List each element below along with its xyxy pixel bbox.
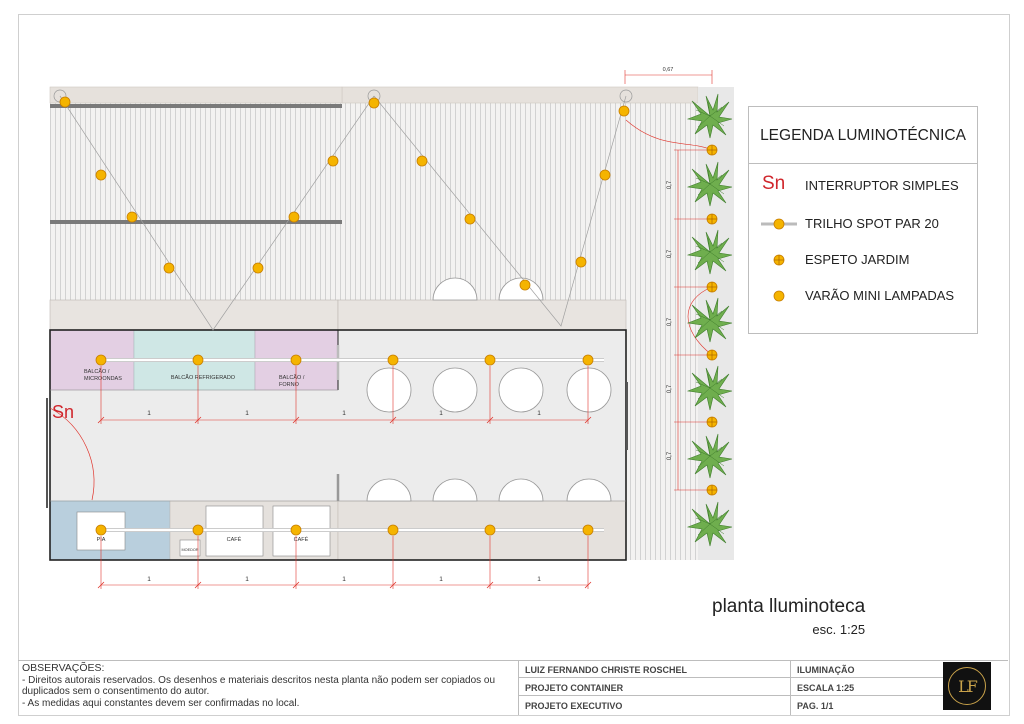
dim-garden-4: 0,7 (667, 384, 673, 393)
drawing-title: planta lluminoteca (712, 596, 866, 617)
label-cafe-2: CAFÉ (294, 536, 309, 543)
label-balcao-micro: MICROONDAS (84, 376, 122, 382)
mini-lamp-rod-left (59, 95, 375, 331)
deck-area-right (342, 103, 698, 300)
label-moedor: MOEDOR (181, 548, 198, 552)
dim-lower-3: 1 (342, 576, 346, 583)
observations-line-1: - Direitos autorais reservados. Os desen… (22, 674, 496, 698)
dimension-lines (100, 70, 713, 589)
logo-monogram: LF (948, 667, 986, 705)
dim-garden-5: 0,7 (667, 451, 673, 460)
switch-symbol: Sn (52, 402, 74, 422)
dim-garden-1: 0,7 (667, 180, 673, 189)
label-cafe-1: CAFÉ (227, 536, 242, 543)
spot-track-icon (761, 218, 797, 230)
drawing-scale: esc. 1:25 (812, 622, 866, 637)
title-strip: OBSERVAÇÕES: - Direitos autorais reserva… (18, 660, 1008, 715)
label-balcao-micro-1: BALCÃO / (84, 368, 110, 375)
observations: OBSERVAÇÕES: - Direitos autorais reserva… (22, 662, 512, 709)
dim-top-width: 0,67 (663, 67, 674, 73)
pergola-bar-1 (50, 104, 342, 108)
sheet-info: ILUMINAÇÃO ESCALA 1:25 PAG. 1/1 (790, 661, 959, 715)
dim-upper-2: 1 (245, 410, 249, 417)
legend-label: VARÃO MINI LAMPADAS (805, 288, 955, 303)
author-logo: LF (943, 662, 991, 710)
outdoor-table (498, 277, 544, 301)
label-balcao-refrig: BALCÃO REFRIGERADO (171, 374, 236, 381)
top-beam-left (49, 86, 343, 104)
drawing-title-block: planta lluminoteca esc. 1:25 (712, 596, 865, 637)
grinder-box (179, 539, 201, 557)
project-info: LUIZ FERNANDO CHRISTE ROSCHEL PROJETO CO… (518, 661, 791, 715)
switch-icon: Sn (762, 173, 786, 194)
legend-item-mini-lamp: VARÃO MINI LAMPADAS (749, 281, 977, 311)
canopy-left (49, 299, 339, 331)
lighting-legend: LEGENDA LUMINOTÉCNICA Sn INTERRUPTOR SIM… (748, 106, 978, 334)
pergola-bar-2 (50, 220, 342, 224)
dim-upper-1: 1 (147, 410, 151, 417)
legend-label: INTERRUPTOR SIMPLES (805, 178, 959, 193)
legend-item-switch: Sn INTERRUPTOR SIMPLES (749, 171, 977, 201)
deck-area-side (626, 300, 698, 560)
legend-label: TRILHO SPOT PAR 20 (805, 216, 939, 231)
page-number: PAG. 1/1 (797, 701, 834, 711)
top-beam (341, 86, 699, 104)
deck-area-left (50, 87, 342, 300)
garden-dimension-labels: 0,7 0,7 0,7 0,7 0,7 (667, 180, 673, 460)
label-balcao-forno: FORNO (279, 382, 300, 388)
dim-lower-4: 1 (439, 576, 443, 583)
label-balcao-forno-1: BALCÃO / (279, 374, 305, 381)
dim-lower-2: 1 (245, 576, 249, 583)
canopy-right (337, 299, 627, 331)
garden-spike-icon (773, 254, 785, 266)
legend-title: LEGENDA LUMINOTÉCNICA (749, 107, 977, 164)
dim-garden-3: 0,7 (667, 317, 673, 326)
dimension-labels: 1 1 1 1 1 1 1 1 1 1 0,67 (147, 67, 673, 583)
legend-label: ESPETO JARDIM (805, 252, 910, 267)
mini-lamp-icon (773, 290, 785, 302)
dim-upper-4: 1 (439, 410, 443, 417)
observations-line-2: - As medidas aqui constantes devem ser c… (22, 697, 300, 709)
author-name: LUIZ FERNANDO CHRISTE ROSCHEL (519, 661, 791, 678)
observations-title: OBSERVAÇÕES: (22, 662, 105, 674)
dim-lower-1: 1 (147, 576, 151, 583)
legend-item-garden-spike: ESPETO JARDIM (749, 245, 977, 275)
sheet-scale: ESCALA 1:25 (791, 679, 959, 696)
dim-upper-3: 1 (342, 410, 346, 417)
dim-lower-5: 1 (537, 576, 541, 583)
dim-upper-5: 1 (537, 410, 541, 417)
discipline: ILUMINAÇÃO (791, 661, 959, 678)
indoor-tables (366, 367, 612, 502)
project-name: PROJETO CONTAINER (519, 679, 791, 696)
drawing-sheet (18, 14, 1010, 716)
legend-item-spot-track: TRILHO SPOT PAR 20 (749, 209, 977, 239)
project-phase: PROJETO EXECUTIVO (525, 701, 623, 711)
door-swing (49, 407, 95, 501)
dim-garden-2: 0,7 (667, 249, 673, 258)
outdoor-table (432, 277, 478, 301)
